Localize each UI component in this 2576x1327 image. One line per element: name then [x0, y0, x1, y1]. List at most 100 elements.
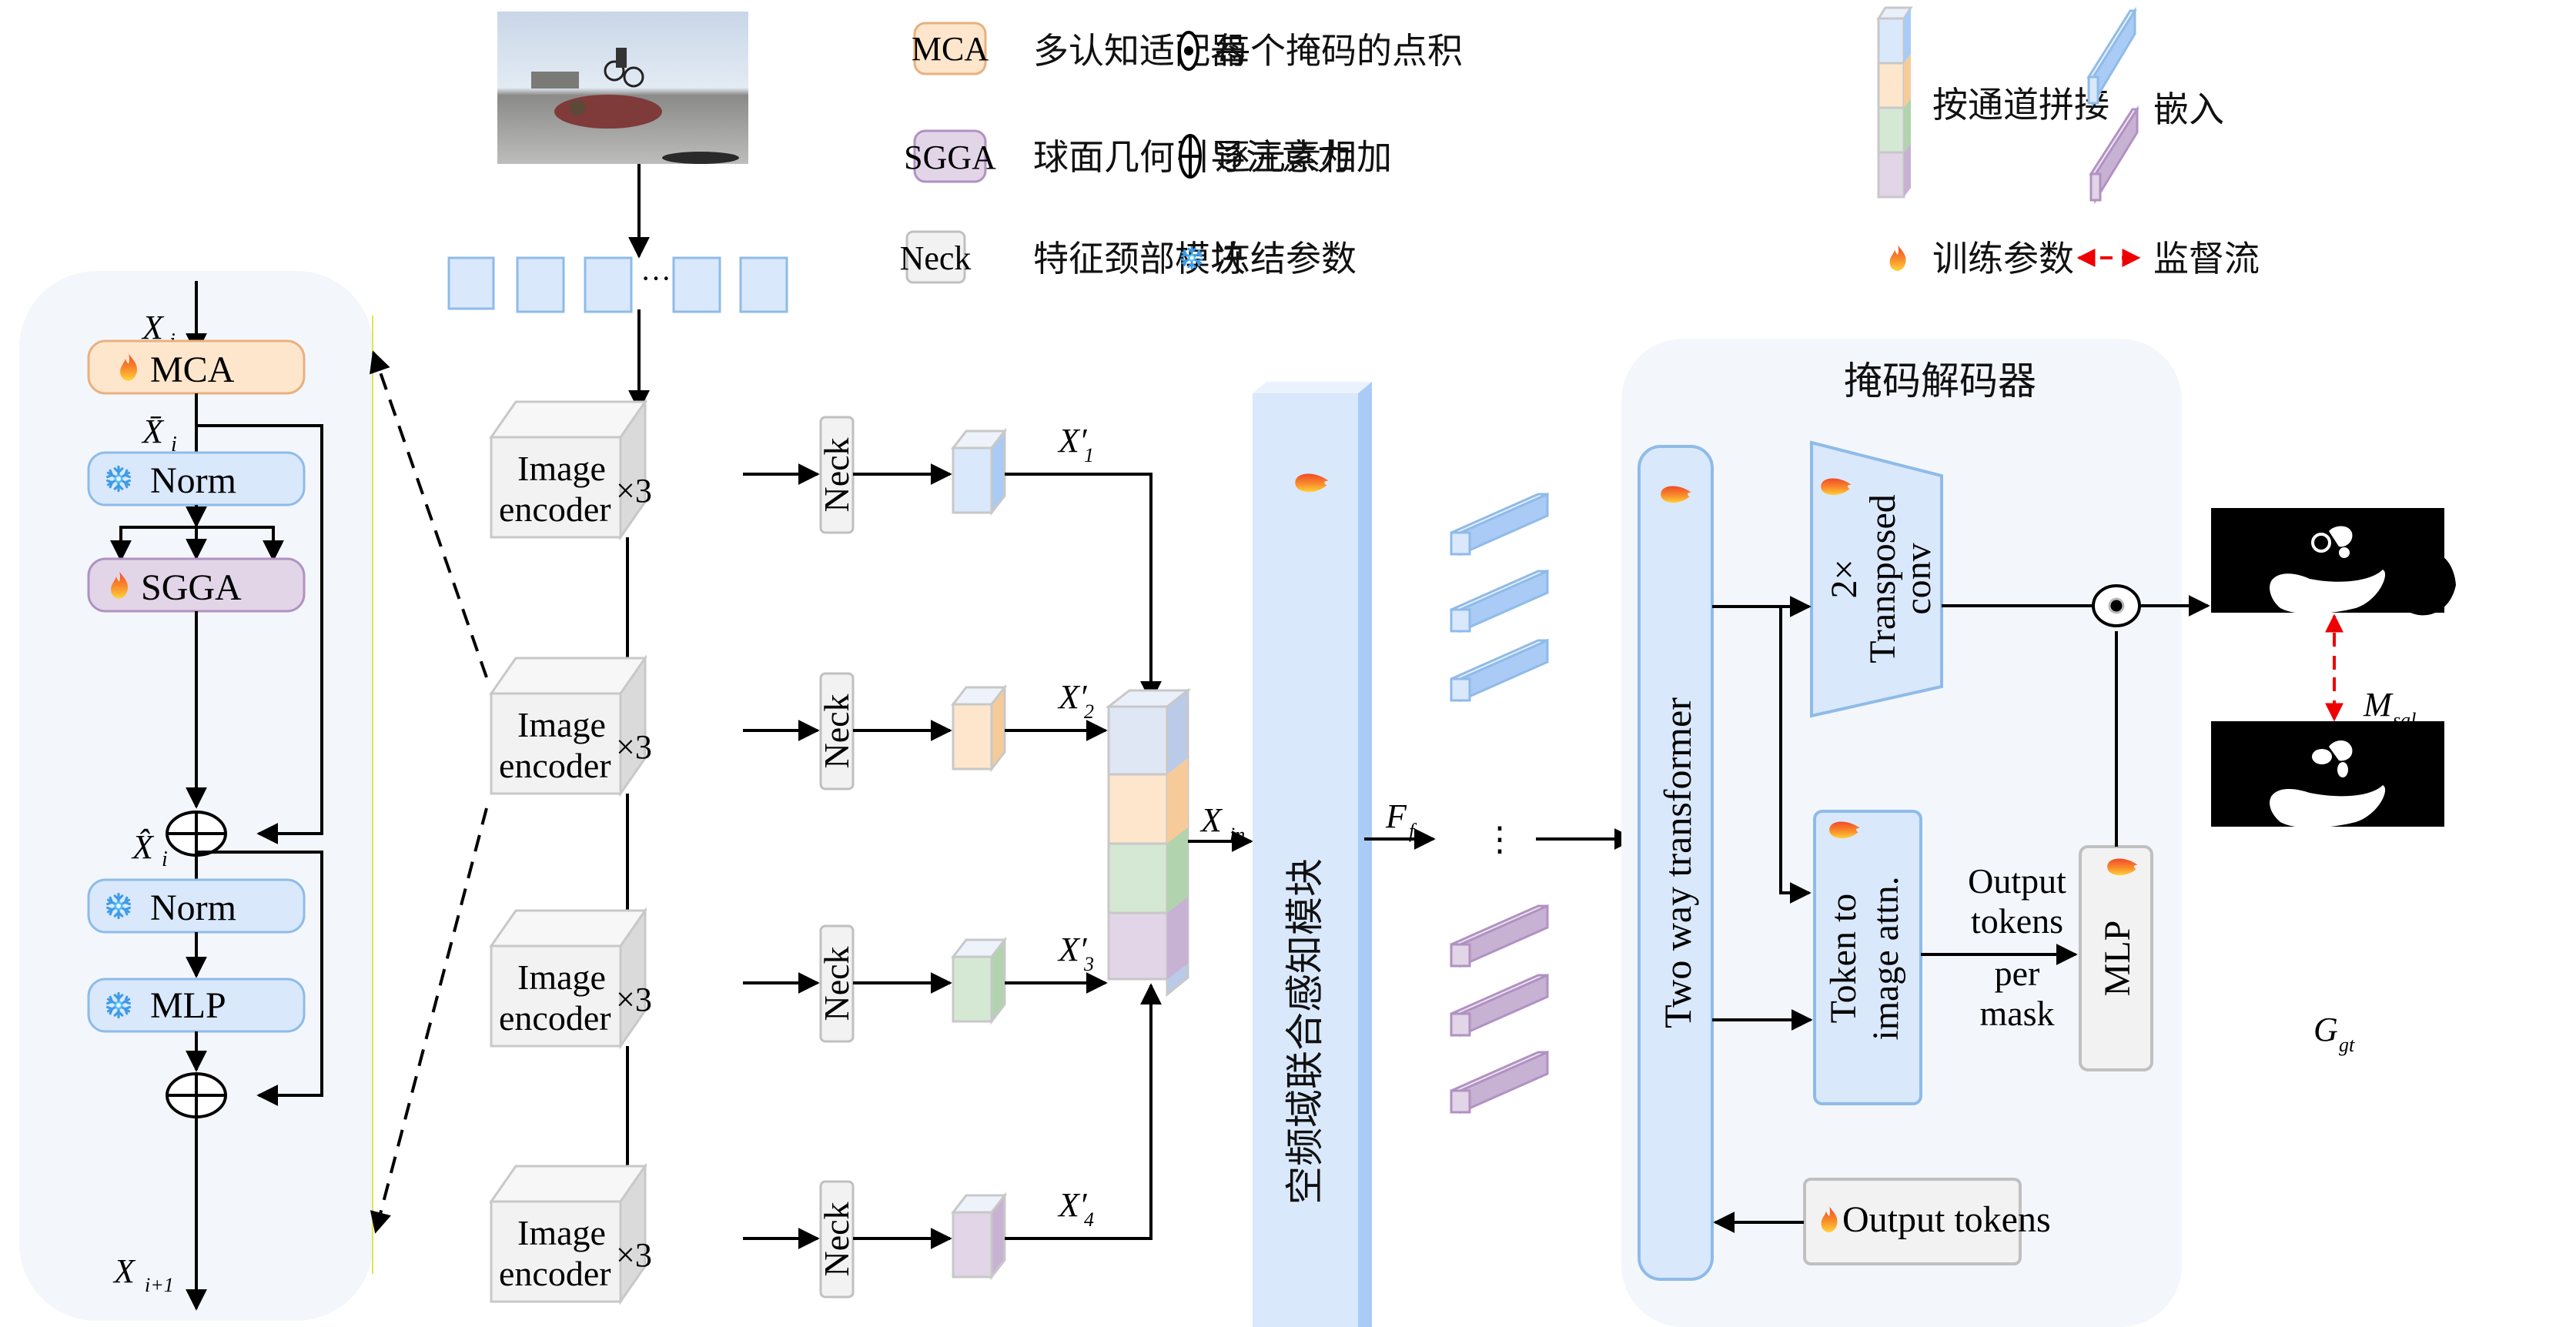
decoder-mlp-label: MLP	[2097, 921, 2138, 997]
feature-map-cube	[952, 955, 993, 1023]
encoder-line2: encoder	[499, 998, 611, 1038]
embedding-token	[1450, 973, 1549, 1038]
mlp-label: MLP	[150, 985, 226, 1026]
feature-label: X′	[1057, 678, 1088, 716]
zoom-link-top	[370, 350, 488, 678]
feature-sub: 2	[1084, 700, 1094, 723]
output-tokens-label: Output tokens	[1842, 1199, 2051, 1240]
decoder-mlp: MLP	[2079, 845, 2153, 1071]
input-panorama-image	[497, 12, 748, 164]
legend-add-desc: 逐元素相加	[1215, 136, 1392, 178]
legend-trainable-desc: 训练参数	[1932, 238, 2074, 279]
xhat-sub: i	[162, 847, 168, 871]
decoder-title: 掩码解码器	[1844, 359, 2036, 403]
sgga-label: SGGA	[141, 567, 242, 608]
transposed-line2-label: Transposed	[1862, 494, 1903, 664]
neck-label: Neck	[817, 694, 856, 768]
feature-sub: 3	[1083, 953, 1094, 975]
xbar-sub: i	[171, 433, 177, 456]
legend-neck-desc: 特征颈部模块	[1033, 238, 1246, 279]
ff-label: F	[1385, 797, 1407, 835]
encoder-line1: Image	[517, 958, 606, 997]
token-attn-line1: Token to	[1823, 894, 1864, 1024]
transposed-line1-label: 2×	[1824, 559, 1865, 598]
feature-label: X′	[1057, 1186, 1088, 1224]
legend-supervision: 监督流	[2076, 238, 2260, 279]
legend-embedding: 嵌入	[2086, 6, 2224, 205]
embedding-token	[1450, 1050, 1549, 1115]
encoder-line2: encoder	[499, 746, 611, 785]
ggt-sub: gt	[2339, 1034, 2355, 1056]
sgga-block: SGGA	[87, 557, 306, 613]
output-tokens-input: Output tokens	[1803, 1178, 2051, 1265]
encoder-repeat: ×3	[616, 981, 652, 1018]
spatial-frequency-fusion-module: 空频域联合感知模块	[1253, 382, 1372, 1327]
feature-label: X′	[1057, 422, 1088, 460]
ground-truth-map	[2211, 721, 2444, 828]
encoder-line1: Image	[517, 1213, 606, 1252]
token-to-image-attention: Token to image attn.	[1813, 810, 1922, 1105]
feature-map-cube	[952, 703, 993, 770]
ggt-label: G	[2313, 1011, 2338, 1048]
image-encoder-box	[490, 1200, 622, 1303]
feature-sub: 4	[1084, 1208, 1094, 1231]
token-attn-line2: image attn.	[1865, 876, 1906, 1040]
neck-label: Neck	[817, 1202, 856, 1276]
neck-label: Neck	[817, 946, 856, 1021]
embedding-bar-icon	[2086, 6, 2139, 205]
feature-label: X′	[1057, 931, 1088, 968]
embedding-tokens	[1450, 492, 1549, 1115]
two-way-transformer: Two way transformer	[1638, 445, 1714, 1281]
legend-dot-product: 每个掩码的点积	[1178, 30, 1463, 72]
neck-label: Neck	[817, 437, 856, 512]
norm-2-label: Norm	[150, 887, 236, 928]
output-sub: i+1	[145, 1274, 174, 1296]
otpm-line3: per	[1995, 954, 2040, 993]
legend-supervision-desc: 监督流	[2153, 238, 2260, 279]
mask-decoder-panel: 掩码解码器 Two way transformer 2× Transposed …	[1621, 339, 2182, 1327]
channel-concat-stack	[1105, 687, 1192, 998]
legend-neck: Neck 特征颈部模块	[900, 230, 1246, 284]
norm-1-label: Norm	[150, 460, 236, 501]
legend-frozen-desc: 冻结参数	[1215, 238, 1357, 279]
dot-product-node	[2092, 584, 2141, 627]
add-node-1	[166, 811, 227, 857]
embedding-ellipsis: ⋮	[1483, 821, 1517, 858]
encoder-line2: encoder	[499, 1254, 611, 1293]
legend-concat: 按通道拼接	[1876, 6, 2109, 199]
legend-trainable: 训练参数	[1889, 238, 2074, 279]
legend-neck-tag: Neck	[900, 239, 972, 277]
patch-token	[584, 256, 633, 313]
embedding-token	[1450, 569, 1549, 633]
mca-label: MCA	[150, 349, 235, 390]
image-encoder-box	[490, 436, 622, 539]
patch-token	[672, 256, 721, 313]
xin-label: X	[1199, 801, 1223, 839]
legend-embedding-desc: 嵌入	[2153, 89, 2224, 130]
norm-block-2: Norm	[87, 878, 306, 934]
image-encoder-box	[490, 692, 622, 795]
legend-sgga-tag: SGGA	[904, 139, 996, 176]
embedding-token	[1450, 904, 1549, 968]
feature-map-cube	[952, 446, 993, 514]
legend-dot-desc: 每个掩码的点积	[1215, 30, 1463, 72]
feature-map-cube	[952, 1211, 993, 1279]
encoder-line1: Image	[517, 449, 606, 488]
legend-mca-tag: MCA	[912, 30, 989, 68]
encoder-repeat: ×3	[616, 1236, 652, 1274]
legend-concat-desc: 按通道拼接	[1932, 84, 2109, 125]
legend-element-add: 逐元素相加	[1179, 134, 1392, 179]
otpm-line1: Output	[1968, 861, 2066, 901]
encoder-repeat: ×3	[616, 728, 652, 766]
two-way-transformer-label: Two way transformer	[1656, 697, 1699, 1028]
legend-mca: MCA 多认知适配器	[912, 22, 1246, 75]
legend-frozen: 冻结参数	[1180, 238, 1357, 279]
encoder-line2: encoder	[499, 490, 611, 529]
legend: MCA 多认知适配器 SGGA 球面几何引导注意力 Neck 特征颈部模块 每个…	[900, 6, 2260, 284]
patch-token	[739, 256, 788, 313]
